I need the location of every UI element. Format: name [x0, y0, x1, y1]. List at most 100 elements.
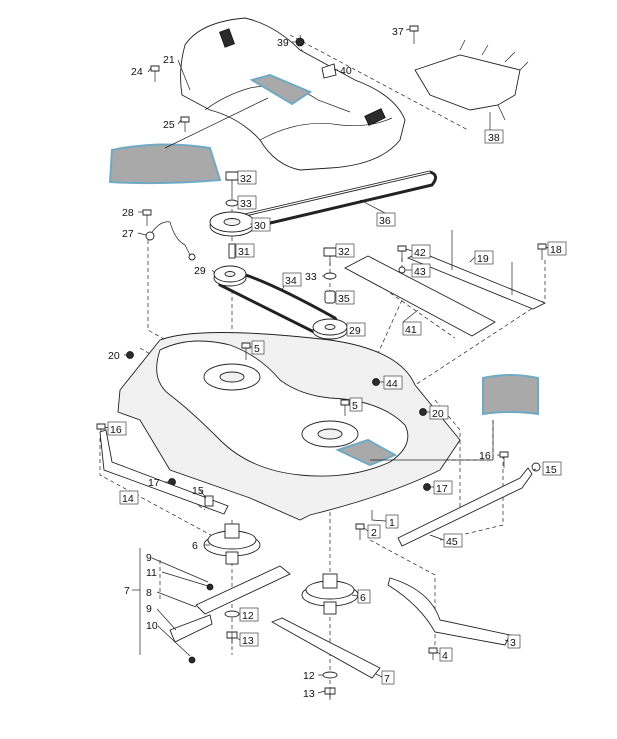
bolt-13a — [226, 631, 238, 644]
spindle-6a — [203, 523, 261, 565]
callout-45-box — [443, 533, 463, 548]
callout-7b: 7 — [384, 673, 390, 685]
screw-2 — [355, 523, 365, 540]
callout-5-box-b — [349, 397, 363, 412]
nut-44 — [372, 378, 380, 386]
washer-33a — [225, 199, 239, 207]
decal-sticker — [108, 143, 222, 185]
callout-24: 24 — [131, 66, 143, 78]
spindle-6b — [301, 573, 359, 615]
screw-37 — [409, 25, 419, 44]
callout-40: 40 — [340, 65, 352, 77]
bolt-32a — [225, 171, 239, 195]
callout-15-box-a — [542, 461, 562, 476]
callout-4: 4 — [442, 650, 448, 662]
callout-1-box — [385, 514, 399, 529]
bracket-part — [414, 39, 529, 121]
callout-31-box — [235, 243, 255, 258]
nut-39 — [295, 37, 305, 47]
callout-12b: 12 — [303, 670, 315, 682]
screw-5b — [340, 399, 350, 416]
callout-28: 28 — [122, 207, 134, 219]
roller-bar-14 — [99, 429, 229, 515]
callout-5-box-a — [251, 340, 265, 355]
roller-bar-45 — [397, 467, 533, 547]
bolt-32b — [323, 247, 337, 266]
screw-5a — [241, 342, 251, 360]
belt-36 — [231, 170, 437, 234]
callout-3: 3 — [510, 637, 516, 649]
callout-13b: 13 — [303, 688, 315, 700]
nut-20a — [126, 351, 134, 359]
washer-33b — [323, 272, 337, 280]
shield-plate-41 — [344, 255, 496, 337]
callout-5a: 5 — [254, 343, 260, 355]
callout-3-box — [507, 634, 521, 649]
nut-17b — [423, 483, 431, 491]
callout-33b: 33 — [305, 271, 317, 283]
bolt-13b — [324, 687, 336, 700]
bushing-15b — [531, 462, 541, 472]
washer-12a — [224, 610, 240, 618]
callout-16a: 16 — [110, 424, 122, 436]
callout-11: 11 — [146, 567, 157, 579]
callout-42-box — [411, 244, 431, 259]
pulley-29b — [312, 318, 348, 340]
callout-12a: 12 — [242, 610, 254, 622]
callout-33-box-a — [237, 195, 257, 210]
callout-15b: 15 — [192, 485, 204, 497]
spacer-35 — [324, 290, 336, 304]
callout-9a: 9 — [146, 552, 152, 564]
callout-9b: 9 — [146, 603, 152, 615]
callout-29b: 29 — [349, 325, 361, 337]
bushing-15a — [204, 495, 214, 507]
callout-10: 10 — [146, 620, 158, 632]
callout-29-box-b — [346, 322, 366, 337]
screw-18 — [537, 243, 547, 260]
callout-13-box-a — [239, 632, 259, 647]
blade-9 — [169, 614, 213, 643]
pulley-30 — [209, 211, 255, 237]
callout-21: 21 — [163, 54, 175, 66]
screw-42 — [397, 245, 407, 262]
pulley-29a — [213, 265, 247, 287]
callout-18: 18 — [550, 244, 562, 256]
callout-32-box-b — [335, 243, 355, 258]
callout-30-box — [251, 217, 271, 232]
callout-labels: 21 24 25 39 40 37 38 32 33 28 27 30 36 3… — [107, 26, 567, 700]
callout-34-box — [282, 272, 302, 287]
blade-7a — [195, 565, 291, 615]
callout-6a: 6 — [192, 540, 198, 552]
callout-31: 31 — [238, 246, 250, 258]
deck-cover — [180, 17, 406, 171]
callout-14: 14 — [122, 493, 134, 505]
callout-38-box — [484, 129, 504, 144]
callout-6b: 6 — [360, 592, 366, 604]
callout-36: 36 — [379, 215, 391, 227]
callout-18-box — [547, 241, 567, 256]
spring-27 — [145, 221, 196, 261]
callout-19: 19 — [477, 253, 489, 265]
callout-32-box-a — [237, 170, 257, 185]
blade-7b — [270, 617, 381, 679]
callout-17b: 17 — [436, 483, 448, 495]
washer-12b — [322, 671, 338, 679]
callout-2-box — [367, 524, 381, 539]
callout-2: 2 — [371, 527, 377, 539]
callout-43: 43 — [414, 266, 426, 278]
callout-16-box-a — [107, 421, 127, 436]
nut-20b — [419, 408, 427, 416]
callout-1: 1 — [389, 517, 395, 529]
screw-16a — [96, 423, 106, 440]
callout-5b: 5 — [352, 400, 358, 412]
callout-38: 38 — [488, 132, 500, 144]
callout-17-box-b — [433, 480, 453, 495]
screw-25 — [180, 116, 190, 132]
deflector-3 — [387, 577, 511, 646]
callout-33a: 33 — [240, 198, 252, 210]
screw-16b — [499, 451, 509, 468]
callout-20b: 20 — [432, 408, 444, 420]
callout-16b: 16 — [479, 450, 491, 462]
callout-37: 37 — [392, 26, 404, 38]
